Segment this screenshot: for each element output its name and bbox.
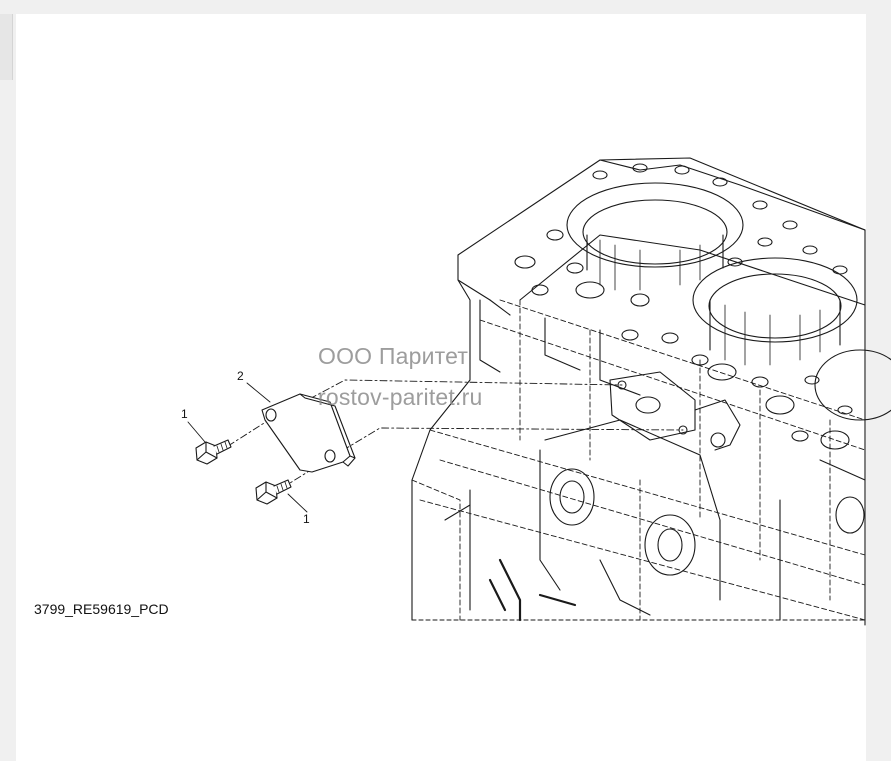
callout-bolt-lower: 1: [303, 512, 310, 526]
hidden-lines: [411, 299, 866, 621]
block-lower-features: [444, 419, 866, 622]
block-mounting-pad: [609, 371, 741, 451]
head-bolt-holes: [514, 163, 853, 450]
diagram-sheet: [16, 14, 866, 761]
bolt-lower: [255, 479, 292, 505]
cylinder-bores: [566, 182, 891, 421]
callout-leaders: [187, 382, 308, 513]
watermark-website: rostov-paritet.ru: [318, 384, 483, 410]
diagram-code-label: 3799_RE59619_PCD: [34, 601, 169, 617]
callout-cover-plate: 2: [237, 369, 244, 383]
watermark-company-name: ООО Паритет: [318, 343, 469, 369]
side-panel-edge: [0, 14, 13, 80]
callout-bolt-upper: 1: [181, 407, 188, 421]
cover-plate: [261, 393, 356, 473]
bolt-upper: [195, 439, 232, 465]
